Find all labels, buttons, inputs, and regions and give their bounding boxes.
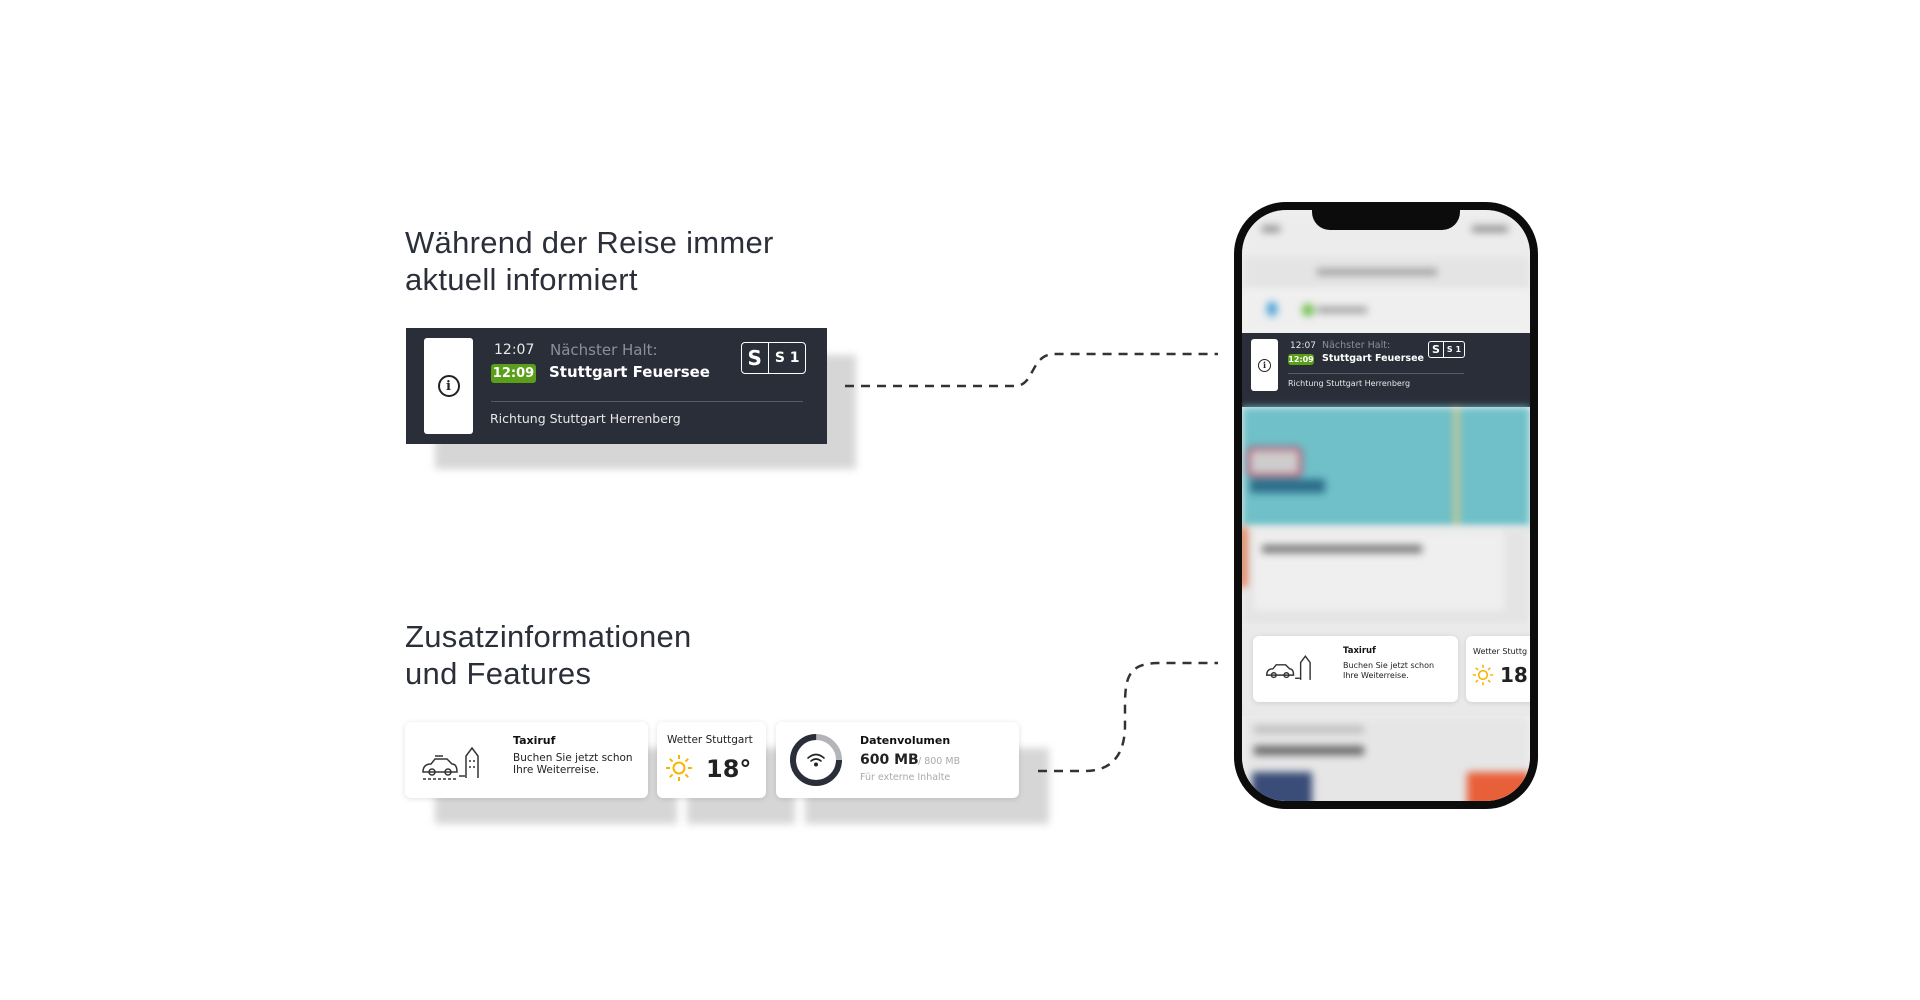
line-number: S 1 (774, 350, 800, 366)
data-volume-ring (790, 734, 842, 786)
data-volume-card[interactable]: Datenvolumen 600 MB / 800 MB Für externe… (776, 722, 1019, 798)
next-stop-label: Nächster Halt: (1322, 340, 1391, 351)
taxi-title: Taxiruf (513, 734, 556, 747)
line-number: S 1 (1446, 345, 1462, 354)
heading-line: Während der Reise immer (405, 225, 774, 260)
sun-icon (1472, 664, 1494, 686)
weather-card[interactable]: Wetter Stuttgart 18° (657, 722, 766, 798)
taxi-title: Taxiruf (1343, 646, 1376, 656)
scheduled-time: 12:07 (1290, 341, 1316, 351)
next-stop-label: Nächster Halt: (550, 341, 658, 359)
wifi-icon (807, 753, 825, 767)
teaser-card[interactable] (1242, 527, 1530, 626)
info-button[interactable]: i (424, 338, 473, 434)
taxi-card[interactable]: Taxiruf Buchen Sie jetzt schon Ihre Weit… (405, 722, 648, 798)
scheduled-time: 12:07 (494, 342, 535, 358)
info-icon: i (437, 375, 460, 397)
connector-dashed-line (1038, 661, 1218, 773)
travel-info-card[interactable]: i 12:07 Nächster Halt: 12:09 Stuttgart F… (406, 328, 827, 444)
taxi-icon (1265, 654, 1311, 680)
phone-notch (1312, 202, 1460, 230)
divider (1288, 373, 1464, 374)
nav-bar (1242, 290, 1530, 333)
temperature: 18° (706, 755, 752, 783)
phone-mockup: i 12:07 Nächster Halt: 12:09 Stuttgart F… (1234, 202, 1538, 809)
map-teaser-image (1242, 407, 1530, 527)
weather-title: Wetter Stuttgart (667, 734, 753, 746)
realtime-badge: 12:09 (1288, 354, 1314, 365)
info-button[interactable]: i (1251, 339, 1278, 391)
temperature: 18 (1500, 663, 1528, 687)
phone-travel-info-card[interactable]: i 12:07 Nächster Halt: 12:09 Stuttgart F… (1242, 333, 1530, 407)
section-heading-features: Zusatzinformationen und Features (405, 618, 692, 692)
taxi-text: Ihre Weiterreise. (1343, 671, 1409, 680)
taxi-text: Buchen Sie jetzt schon (513, 752, 633, 764)
recommendations-section (1242, 716, 1530, 801)
line-badge: S S 1 (741, 342, 806, 374)
sun-icon (666, 755, 692, 781)
taxi-icon (422, 746, 479, 780)
phone-weather-card[interactable]: Wetter Stuttg 18 (1466, 636, 1530, 702)
info-icon: i (1258, 358, 1271, 372)
sbahn-logo: S (1431, 343, 1440, 356)
next-stop-name: Stuttgart Feuersee (549, 363, 710, 381)
realtime-badge: 12:09 (491, 364, 536, 383)
phone-taxi-card[interactable]: Taxiruf Buchen Sie jetzt schon Ihre Weit… (1253, 636, 1458, 702)
data-used: 600 MB (860, 752, 919, 768)
connector-dashed-line (845, 352, 1218, 388)
taxi-text: Buchen Sie jetzt schon (1343, 661, 1435, 670)
section-heading-travel: Während der Reise immer aktuell informie… (405, 224, 774, 298)
divider (491, 401, 803, 402)
sbahn-logo: S (747, 346, 762, 370)
heading-line: und Features (405, 656, 592, 691)
direction-text: Richtung Stuttgart Herrenberg (1288, 379, 1411, 388)
data-total: / 800 MB (918, 756, 961, 767)
line-badge: S S 1 (1428, 341, 1465, 358)
direction-text: Richtung Stuttgart Herrenberg (490, 411, 681, 426)
data-volume-title: Datenvolumen (860, 734, 951, 747)
taxi-text: Ihre Weiterreise. (513, 764, 600, 776)
heading-line: Zusatzinformationen (405, 619, 692, 654)
url-bar[interactable] (1242, 256, 1530, 290)
heading-line: aktuell informiert (405, 262, 638, 297)
weather-title: Wetter Stuttg (1473, 647, 1528, 656)
next-stop-name: Stuttgart Feuersee (1322, 353, 1424, 364)
data-subtitle: Für externe Inhalte (860, 772, 951, 783)
